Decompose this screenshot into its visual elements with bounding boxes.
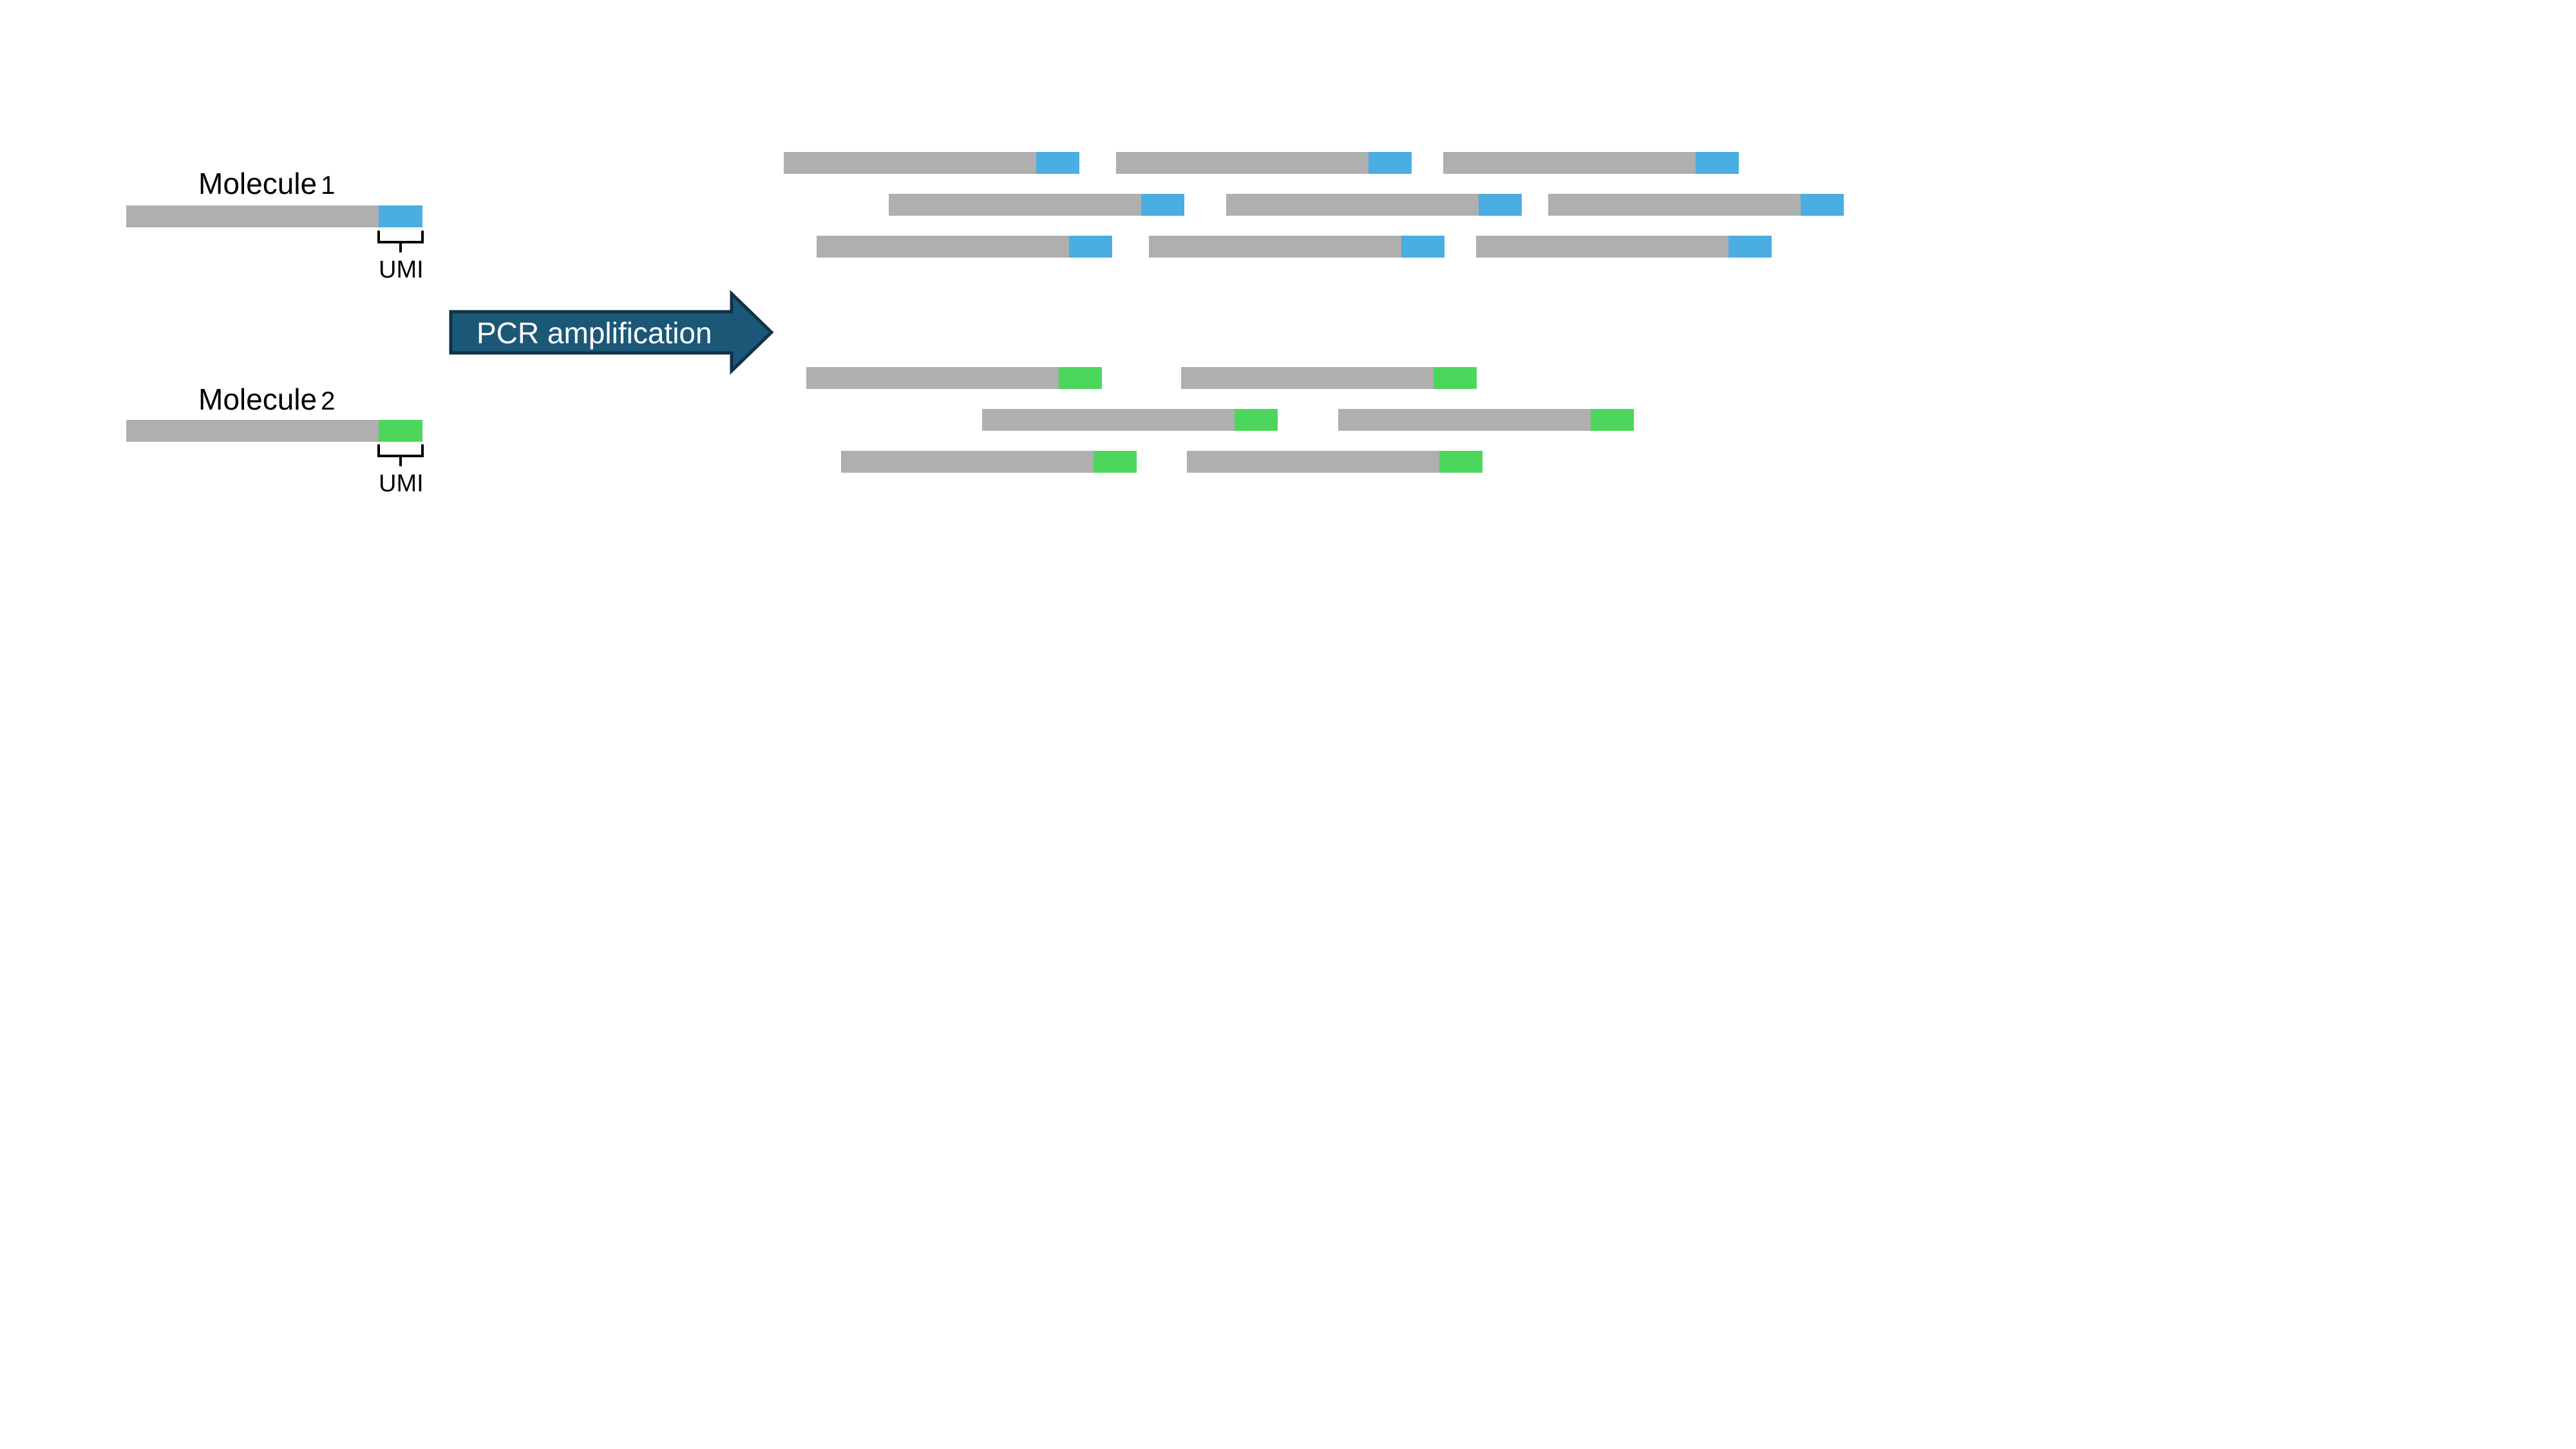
right-arrow-icon: [449, 290, 774, 375]
molecule-2-number: 2: [321, 387, 336, 415]
amplified-read: [1187, 451, 1482, 473]
amplified-read: [784, 152, 1079, 174]
molecule-1-number: 1: [321, 171, 336, 200]
molecule-1: [126, 205, 424, 252]
molecule-1-umi: [379, 205, 422, 227]
amplified-read: [1149, 236, 1444, 258]
umi-label-1: UMI: [379, 256, 424, 283]
amplified-read: [841, 451, 1137, 473]
amplified-read: [889, 194, 1184, 216]
amplified-read: [1443, 152, 1739, 174]
umi-label-2: UMI: [379, 470, 424, 497]
pcr-amplification-label: PCR amplification: [477, 316, 712, 350]
amplified-copies-molecule-2: [806, 367, 1634, 473]
amplified-read: [1116, 152, 1412, 174]
umi-bracket-1: [377, 231, 424, 252]
amplified-read: [1181, 367, 1477, 389]
amplified-read: [1476, 236, 1772, 258]
amplified-read: [1548, 194, 1844, 216]
molecule-2-body: [126, 420, 379, 442]
molecule-1-body: [126, 205, 379, 227]
amplified-copies-molecule-1: [784, 152, 1844, 258]
amplified-read: [982, 409, 1278, 431]
amplified-read: [806, 367, 1102, 389]
umi-bracket-2: [377, 444, 424, 466]
amplified-read: [817, 236, 1112, 258]
amplified-read: [1226, 194, 1522, 216]
molecule-2-umi: [379, 420, 422, 442]
molecule-1-label-text: Molecule: [198, 167, 317, 200]
amplified-read: [1338, 409, 1634, 431]
molecule-2: [126, 420, 424, 466]
molecule-2-label-text: Molecule: [198, 383, 317, 416]
